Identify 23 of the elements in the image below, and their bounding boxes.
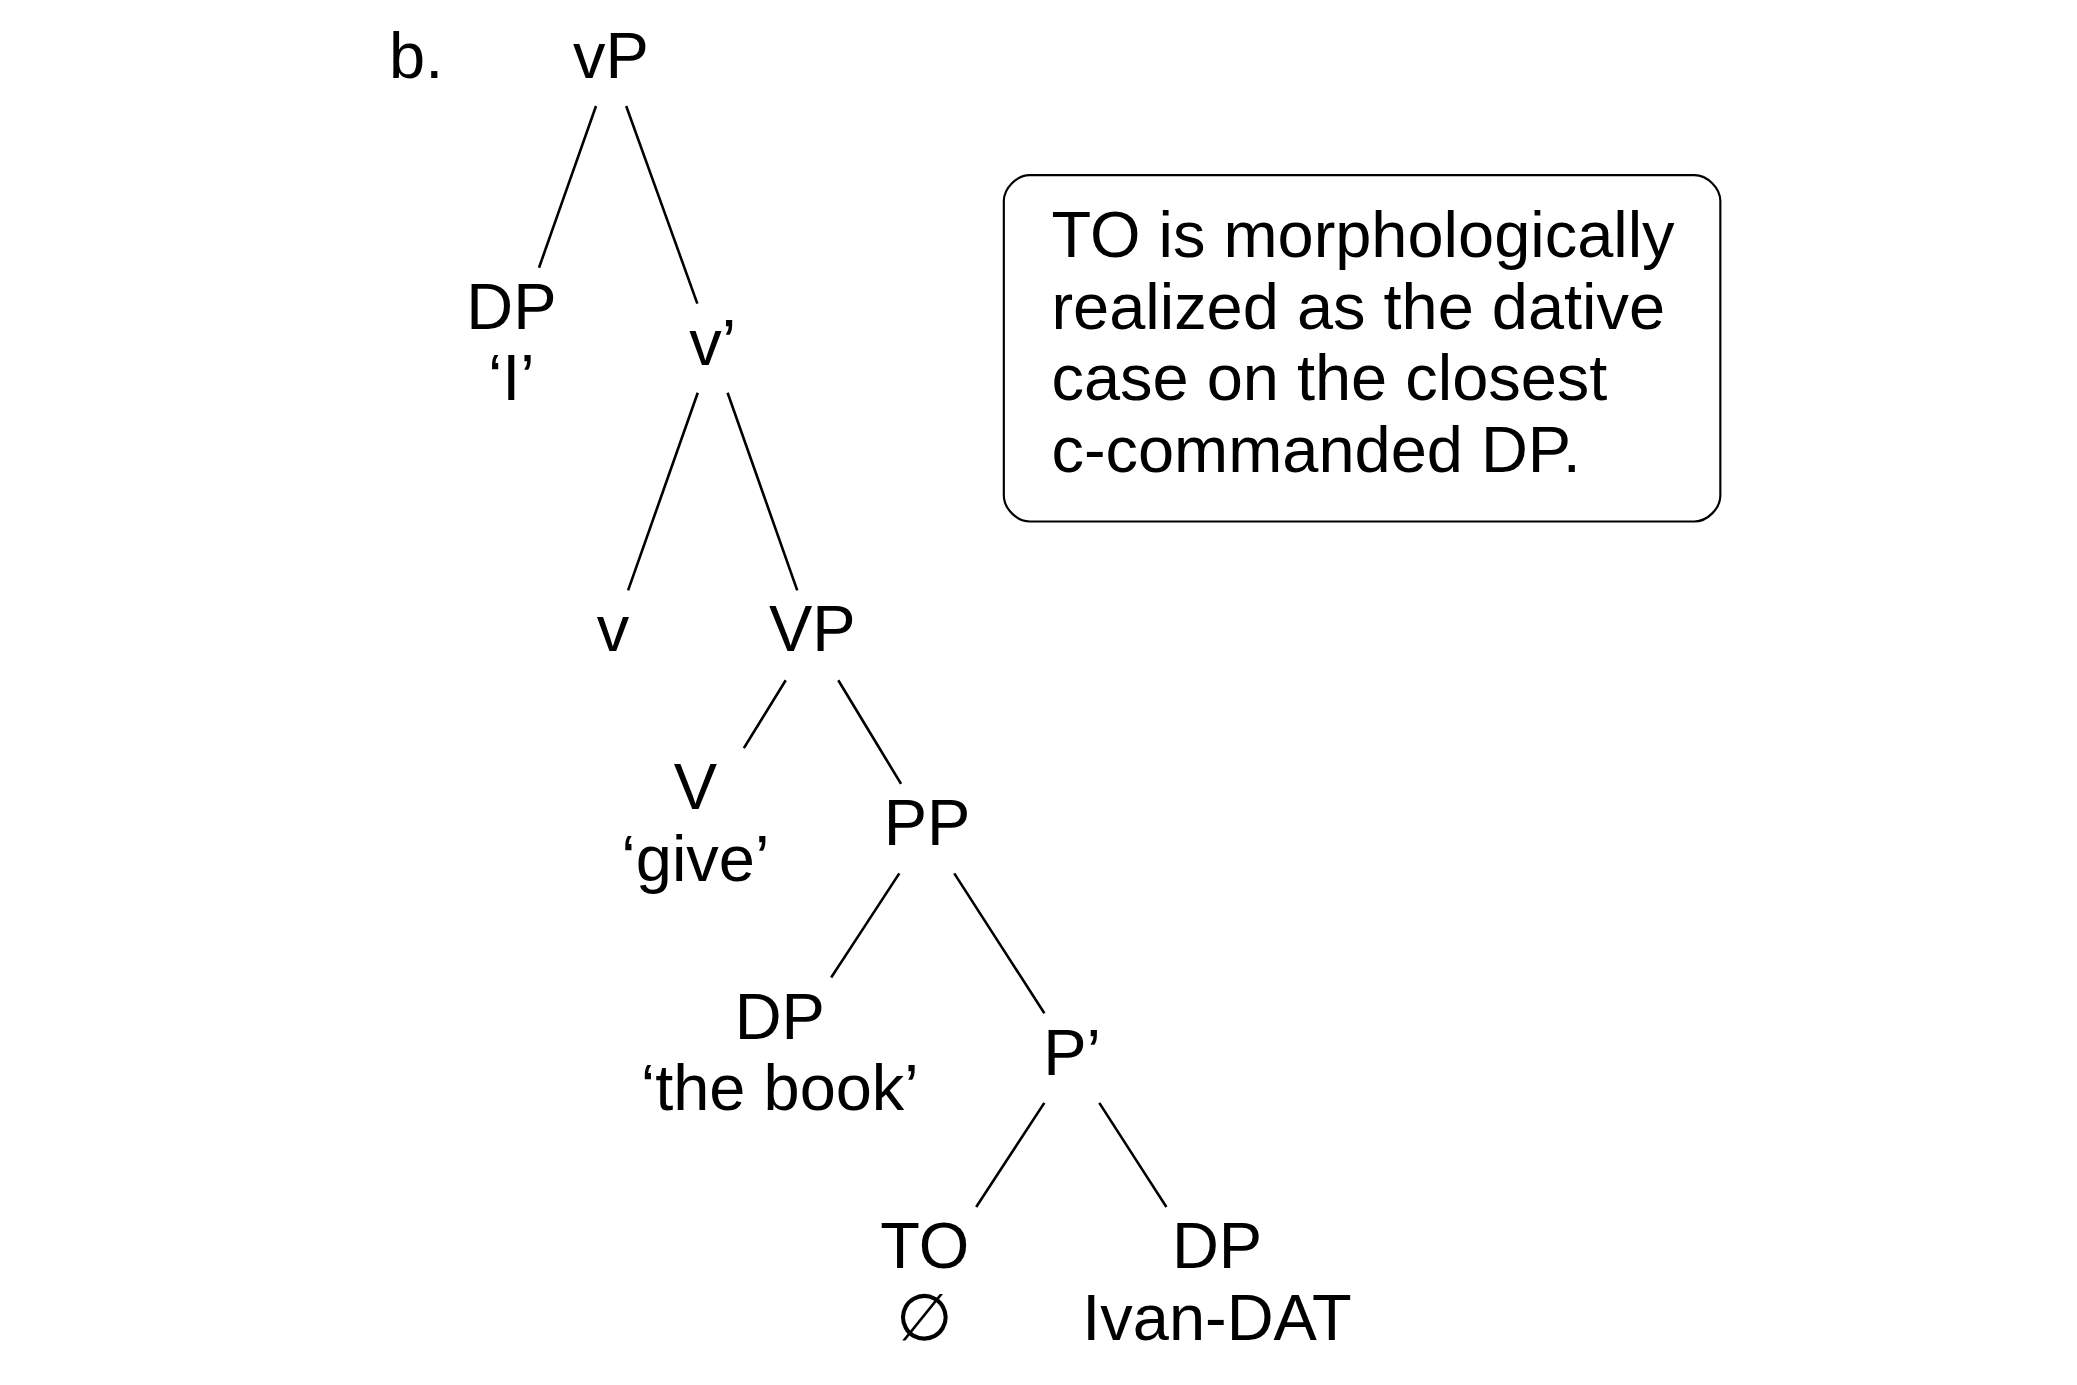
node-text: TO ∅ [879, 1209, 969, 1354]
node-text: v [596, 592, 629, 666]
connector [624, 105, 699, 304]
node-box: TO is morphologically realized as the dative case on the closest c-commanded DP. [1002, 174, 1721, 523]
label: b. [388, 18, 443, 92]
connector [725, 392, 798, 591]
node-text: PP [883, 786, 970, 860]
node-text: v’ [688, 305, 736, 379]
node-text: VP [768, 592, 856, 666]
node-text: DP ‘the book’ [640, 979, 919, 1125]
node-text: DP Ivan-DAT [1081, 1209, 1352, 1354]
node-text: P’ [1042, 1015, 1101, 1089]
connector [952, 872, 1045, 1014]
connector [974, 1102, 1045, 1208]
connector [537, 105, 597, 269]
connector [742, 679, 787, 749]
node-text: vP [572, 18, 649, 92]
connector [626, 392, 699, 591]
node-text: DP ‘I’ [465, 269, 556, 415]
connector [1097, 1102, 1167, 1208]
node-text: V ‘give’ [620, 750, 769, 895]
connector [836, 679, 902, 785]
connector [829, 872, 900, 979]
